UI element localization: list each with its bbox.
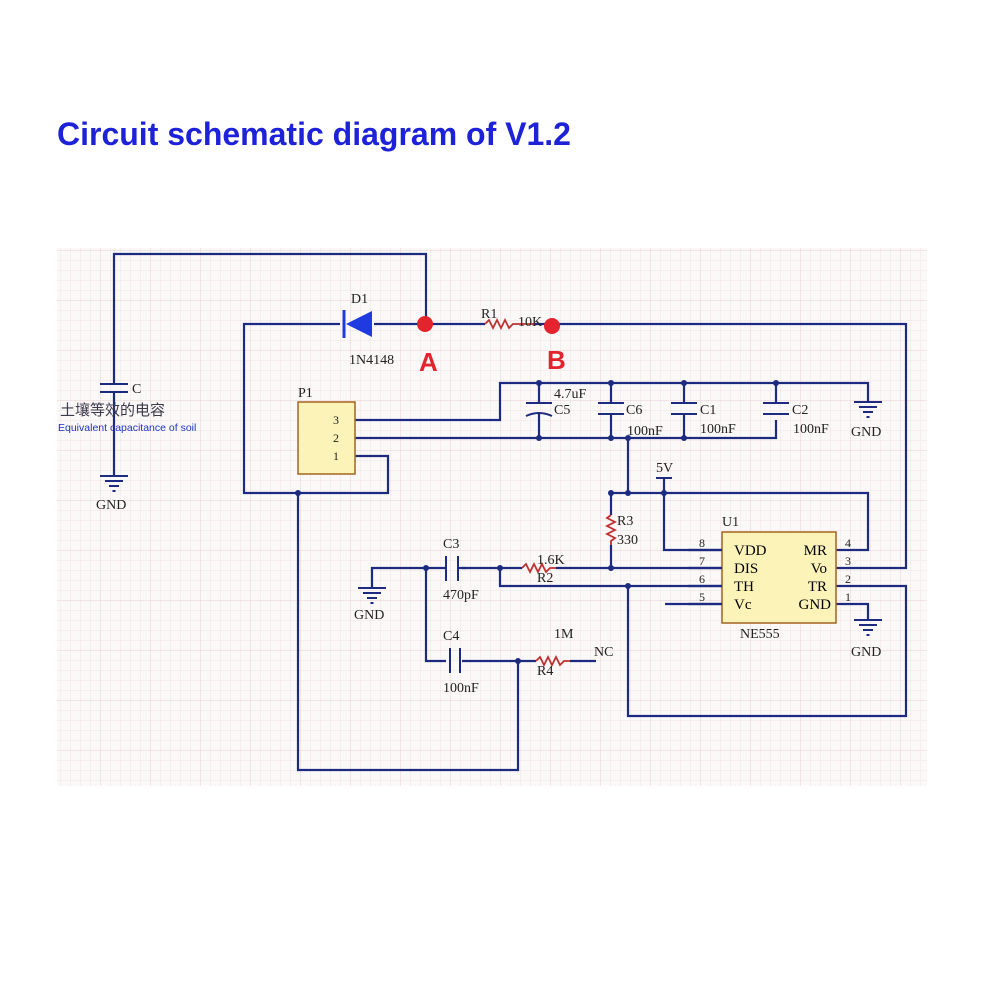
svg-text:C5: C5 (554, 403, 570, 418)
svg-text:土壤等效的电容: 土壤等效的电容 (60, 401, 165, 419)
test-point-a (417, 316, 433, 332)
svg-text:1: 1 (845, 590, 851, 604)
resistor-r3: R3 330 (604, 514, 638, 548)
junctions (295, 380, 779, 664)
svg-text:C: C (132, 382, 141, 397)
svg-text:GND: GND (354, 608, 384, 623)
svg-text:3: 3 (333, 413, 339, 427)
resistor-r1: R1 10K (481, 307, 542, 331)
svg-text:VDD: VDD (734, 543, 767, 559)
svg-text:4.7uF: 4.7uF (554, 387, 587, 402)
svg-text:C6: C6 (626, 403, 642, 418)
svg-text:DIS: DIS (734, 561, 758, 577)
svg-text:100nF: 100nF (443, 681, 479, 696)
svg-text:470pF: 470pF (443, 588, 479, 603)
svg-text:C4: C4 (443, 629, 459, 644)
svg-text:GND: GND (799, 597, 832, 613)
gnd-symbol-caps: GND (851, 401, 883, 440)
svg-text:6: 6 (699, 572, 705, 586)
test-point-b-label: B (547, 345, 566, 375)
svg-text:C3: C3 (443, 537, 459, 552)
svg-text:330: 330 (617, 533, 638, 548)
svg-text:D1: D1 (351, 292, 368, 307)
svg-text:GND: GND (96, 498, 126, 513)
svg-text:Vc: Vc (734, 597, 752, 613)
svg-text:100nF: 100nF (700, 422, 736, 437)
capacitor-c5: 4.7uF C5 (525, 387, 587, 418)
svg-text:1.6K: 1.6K (537, 553, 565, 568)
svg-text:R2: R2 (537, 571, 553, 586)
gnd-symbol-ic: GND (851, 619, 883, 660)
svg-text:2: 2 (845, 572, 851, 586)
svg-text:1: 1 (333, 449, 339, 463)
capacitor-c4: C4 100nF (443, 629, 479, 696)
capacitor-c3: C3 470pF (443, 537, 479, 603)
svg-text:5V: 5V (656, 461, 673, 476)
svg-text:Equivalent capacitance of soil: Equivalent capacitance of soil (58, 422, 196, 434)
capacitor-c2: C2 100nF (763, 402, 829, 437)
resistor-r2: 1.6K R2 (521, 553, 565, 586)
svg-text:10K: 10K (518, 315, 542, 330)
svg-text:TR: TR (808, 579, 827, 595)
svg-text:3: 3 (845, 554, 851, 568)
ic-u1-ne555: U1 NE555 8 7 6 5 VDD DIS TH Vc MR Vo TR … (688, 515, 851, 642)
svg-text:C2: C2 (792, 403, 808, 418)
svg-text:NC: NC (594, 645, 613, 660)
svg-text:R4: R4 (537, 664, 553, 679)
connector-p1: P1 3 2 1 (297, 386, 356, 475)
capacitor-c1: C1 100nF (671, 402, 736, 437)
test-point-a-label: A (419, 347, 438, 377)
svg-text:GND: GND (851, 645, 881, 660)
svg-text:Vo: Vo (811, 561, 827, 577)
resistor-r4: 1M R4 NC (535, 627, 613, 679)
page-title: Circuit schematic diagram of V1.2 (57, 116, 571, 152)
svg-text:R3: R3 (617, 514, 633, 529)
svg-text:NE555: NE555 (740, 627, 780, 642)
svg-text:R1: R1 (481, 307, 497, 322)
svg-text:MR: MR (804, 543, 827, 559)
svg-text:5: 5 (699, 590, 705, 604)
svg-text:P1: P1 (298, 386, 313, 401)
vcc-5v: 5V (656, 461, 673, 479)
svg-text:2: 2 (333, 431, 339, 445)
svg-text:1N4148: 1N4148 (349, 353, 394, 368)
svg-text:8: 8 (699, 536, 705, 550)
svg-text:100nF: 100nF (627, 424, 663, 439)
svg-text:U1: U1 (722, 515, 739, 530)
svg-text:GND: GND (851, 425, 881, 440)
capacitor-c6: C6 100nF (598, 402, 663, 439)
svg-text:1M: 1M (554, 627, 574, 642)
svg-text:100nF: 100nF (793, 422, 829, 437)
soil-capacitor: C 土壤等效的电容 Equivalent capacitance of soil… (58, 382, 196, 513)
diode-d1: D1 1N4148 (342, 292, 394, 368)
svg-text:C1: C1 (700, 403, 716, 418)
test-point-b (544, 318, 560, 334)
svg-text:7: 7 (699, 554, 705, 568)
svg-text:4: 4 (845, 536, 851, 550)
svg-text:TH: TH (734, 579, 754, 595)
gnd-symbol-c3: GND (354, 587, 387, 623)
